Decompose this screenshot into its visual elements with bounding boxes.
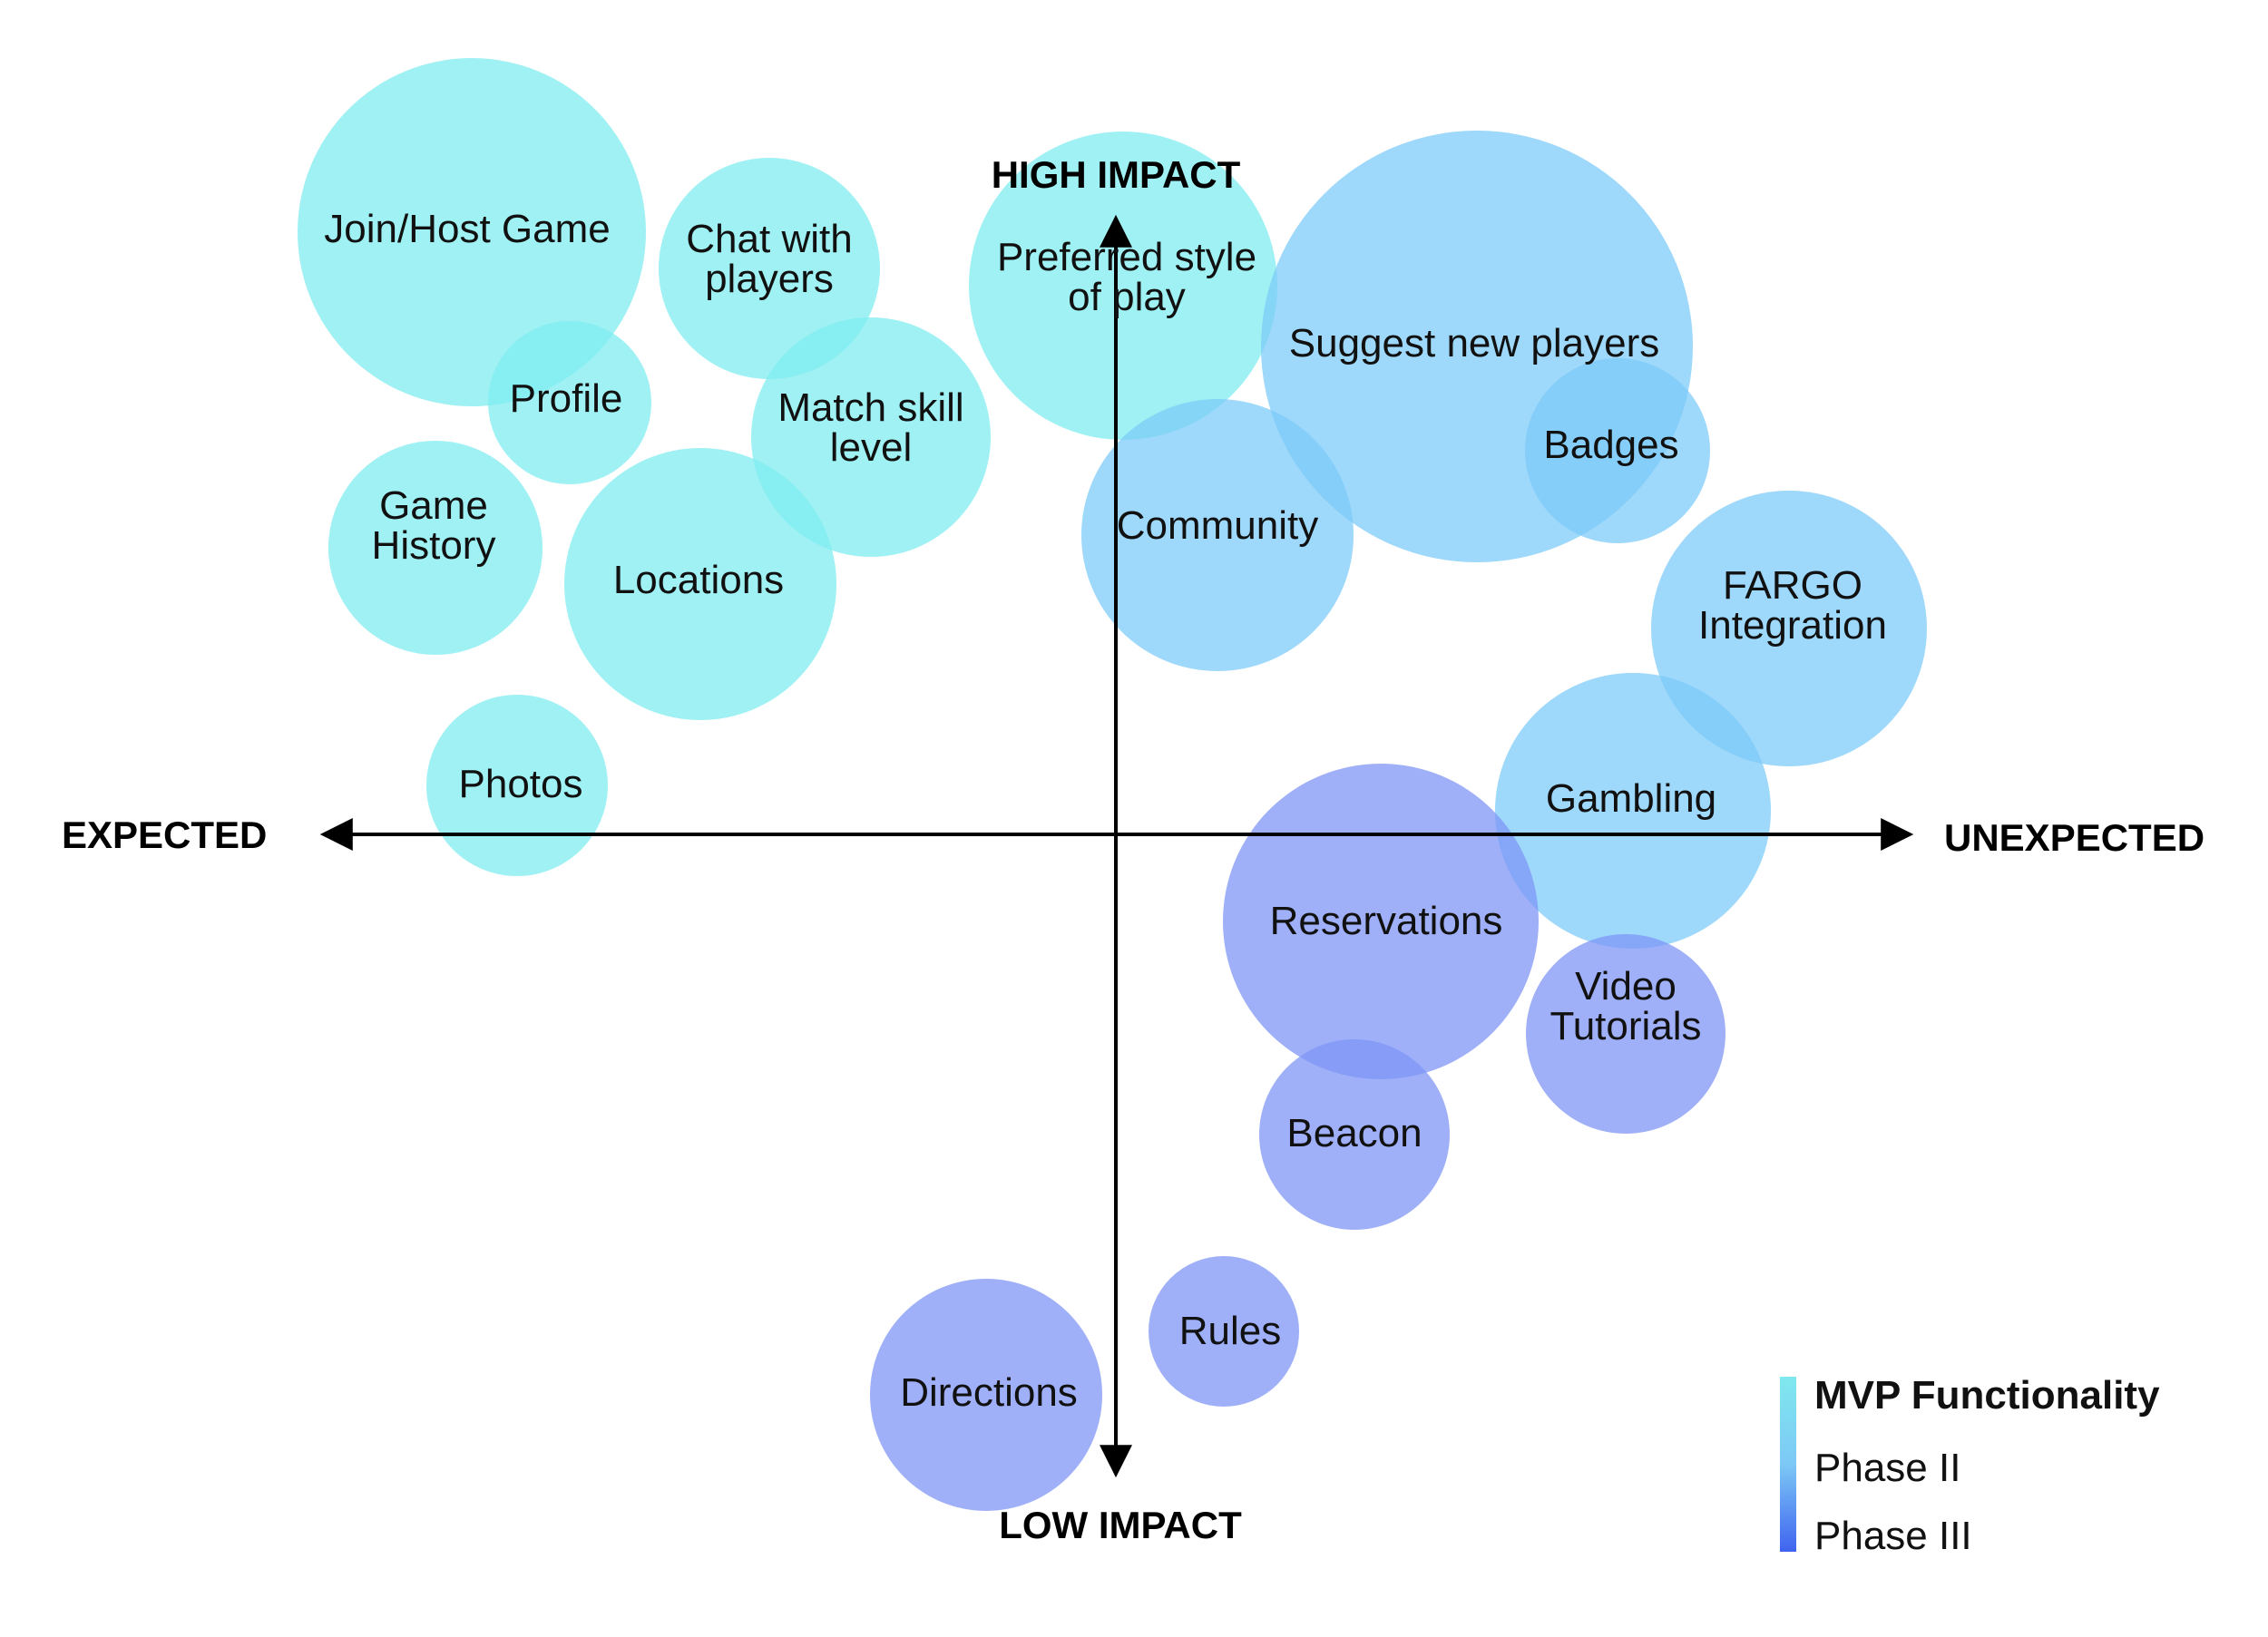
bubble-label-line: level	[830, 425, 913, 470]
bubble-label-line: Chat with	[686, 217, 852, 261]
bubble-label-line: Rules	[1179, 1309, 1282, 1353]
bubble-label-line: Join/Host Game	[324, 207, 610, 251]
bubble-label-line: Video	[1575, 964, 1677, 1009]
bubble-label-line: Gambling	[1546, 776, 1716, 821]
bubble-label-line: Locations	[613, 558, 784, 602]
bubble-label-profile: Profile	[510, 376, 623, 421]
bubble-label-photos: Photos	[459, 762, 583, 806]
bubble-video-tutorials	[1526, 934, 1725, 1134]
bubble-label-beacon: Beacon	[1286, 1111, 1422, 1155]
bubble-circles	[298, 58, 1927, 1511]
bubble-label-line: Directions	[900, 1370, 1078, 1415]
bubble-label-line: of play	[1068, 275, 1186, 319]
bubble-fargo-integration	[1651, 491, 1927, 766]
bubble-label-line: Profile	[510, 376, 623, 421]
axis-label-right: UNEXPECTED	[1944, 816, 2204, 859]
axis-label-bottom: LOW IMPACT	[999, 1504, 1242, 1546]
bubble-label-badges: Badges	[1543, 423, 1678, 467]
bubble-label-line: FARGO	[1723, 563, 1862, 608]
bubble-locations	[564, 448, 836, 720]
bubble-photos	[426, 695, 608, 876]
bubble-label-line: players	[705, 257, 834, 301]
bubble-label-line: Game	[379, 483, 488, 528]
bubble-label-gambling: Gambling	[1546, 776, 1716, 821]
bubble-label-line: Integration	[1698, 603, 1887, 648]
bubble-label-line: Match skill	[777, 385, 963, 430]
bubble-label-locations: Locations	[613, 558, 784, 602]
bubble-join-host-game	[298, 58, 646, 406]
bubble-rules	[1149, 1256, 1299, 1407]
bubble-label-line: Community	[1117, 503, 1319, 548]
bubble-label-line: Tutorials	[1549, 1004, 1701, 1048]
bubble-label-line: History	[372, 523, 496, 568]
bubble-directions	[870, 1279, 1102, 1511]
bubble-label-community: Community	[1117, 503, 1319, 548]
legend-item-phase-3: Phase III	[1814, 1514, 1972, 1558]
legend-color-bar	[1780, 1377, 1796, 1552]
bubble-game-history	[328, 441, 543, 655]
axis-label-top: HIGH IMPACT	[992, 153, 1241, 196]
bubble-label-line: Beacon	[1286, 1111, 1422, 1155]
bubble-label-suggest-new-players: Suggest new players	[1289, 321, 1659, 365]
bubble-label-line: Photos	[459, 762, 583, 806]
legend: MVP Functionality Phase II Phase III	[1780, 1373, 2160, 1558]
bubble-chat-with-players	[659, 158, 880, 379]
bubble-label-join-host-game: Join/Host Game	[324, 207, 610, 251]
axes	[319, 214, 1914, 1478]
bubble-label-directions: Directions	[900, 1370, 1078, 1415]
bubble-preferred-style-of-play	[969, 132, 1277, 440]
legend-item-phase-2: Phase II	[1814, 1446, 1960, 1490]
bubble-badges	[1525, 358, 1710, 543]
bubble-reservations	[1223, 764, 1539, 1079]
bubble-label-rules: Rules	[1179, 1309, 1282, 1353]
bubble-label-line: Preferred style	[997, 235, 1256, 279]
bubble-community	[1081, 399, 1354, 671]
bubble-label-line: Badges	[1543, 423, 1678, 467]
bubble-beacon	[1259, 1039, 1450, 1230]
axis-label-left: EXPECTED	[62, 814, 267, 856]
legend-item-mvp: MVP Functionality	[1814, 1373, 2160, 1418]
bubble-label-line: Suggest new players	[1289, 321, 1659, 365]
bubble-match-skill-level	[751, 317, 991, 557]
bubble-gambling	[1495, 673, 1771, 949]
bubble-label-reservations: Reservations	[1270, 899, 1503, 943]
bubble-profile	[488, 321, 651, 484]
bubble-label-line: Reservations	[1270, 899, 1503, 943]
